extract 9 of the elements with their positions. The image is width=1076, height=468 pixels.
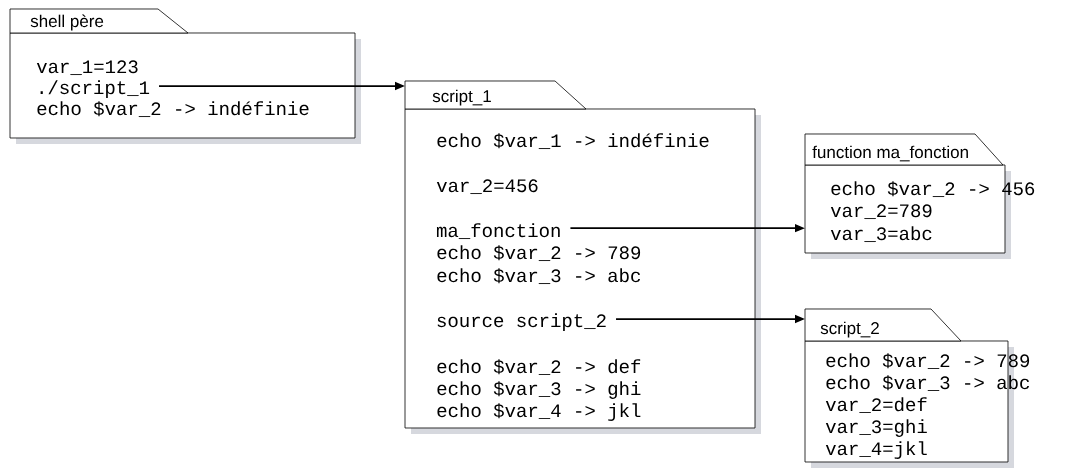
node-label: function ma_fonction: [812, 145, 968, 162]
node-label: shell père: [30, 14, 104, 31]
code-line: source script_2: [437, 313, 606, 331]
node-label: script_2: [820, 321, 879, 338]
code-line: ./script_1: [40, 80, 150, 98]
package-box: script_2 echo $var_2 -> 789 echo $var_3 -> abc var_2=def var_3=ghi var_4=jkl: [804, 308, 1030, 468]
package-box: function ma_fonction echo $var_2 -> 456 var_2=789 var_3=abc: [804, 133, 1035, 259]
node-label: script_1: [432, 89, 491, 106]
code-line: ma_fonction: [436, 223, 560, 240]
